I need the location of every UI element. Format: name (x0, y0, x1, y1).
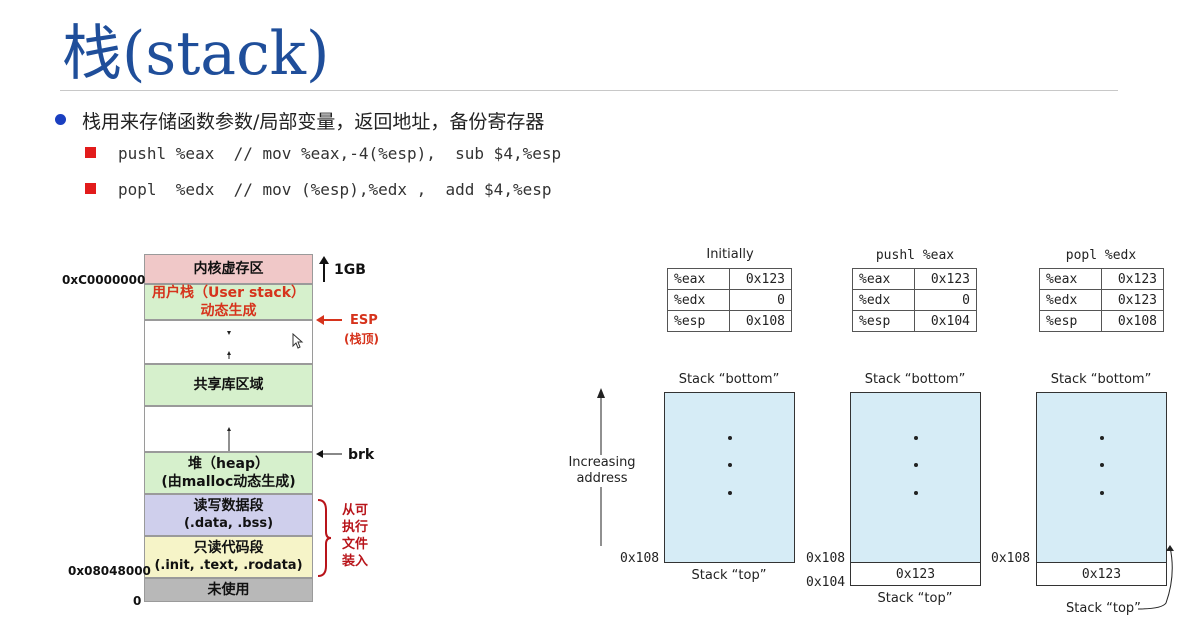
segment-label: 堆（heap） (188, 456, 269, 472)
esp-sublabel: (栈顶) (344, 332, 379, 346)
stack-bottom-label: Stack “bottom” (864, 372, 966, 387)
main-bullet: 栈用来存储函数参数/局部变量，返回地址，备份寄存器 (82, 111, 545, 133)
panel-caption-popl: popl %edx (1065, 248, 1137, 263)
panel-caption-initially: Initially (706, 247, 754, 262)
segment-sublabel: (由malloc动态生成) (161, 474, 296, 490)
stack-top-label: Stack “top” (877, 591, 953, 606)
segment-ro-code: 只读代码段 (.init, .text, .rodata) (144, 536, 313, 578)
bullet-dot-icon (55, 114, 66, 125)
stack-top-cell-pushl: 0x123 (850, 562, 981, 586)
segment-label: 未使用 (207, 582, 250, 598)
sub-bullet-pushl: pushl %eax // mov %eax,-4(%esp), sub $4,… (118, 144, 562, 163)
segment-shared-lib: 共享库区域 (144, 364, 313, 406)
increasing-address-label: Increasing address (560, 455, 644, 487)
mouse-cursor-icon (292, 333, 304, 349)
brk-arrow-icon (316, 450, 342, 458)
ellipsis-dot (914, 436, 918, 440)
stack-body-popl (1036, 392, 1167, 563)
file-load-line: 文件 (342, 537, 369, 552)
file-load-line: 装入 (342, 554, 369, 569)
red-square-icon (85, 147, 96, 158)
ellipsis-dot (914, 491, 918, 495)
segment-label: 只读代码段 (193, 540, 264, 556)
heap-growth-arrow-icon (226, 427, 231, 451)
sub-bullet-popl: popl %edx // mov (%esp),%edx , add $4,%e… (118, 180, 552, 199)
segment-label: 读写数据段 (193, 498, 264, 514)
brace-icon (317, 499, 332, 577)
segment-rw-data: 读写数据段 (.data, .bss) (144, 494, 313, 536)
title-divider (60, 90, 1118, 91)
esp-label: ESP (350, 313, 378, 328)
ellipsis-dot (728, 463, 732, 467)
segment-sublabel: (.init, .text, .rodata) (154, 558, 303, 573)
segment-heap-gap (144, 406, 313, 452)
ellipsis-dot (1100, 491, 1104, 495)
segment-stack-gap (144, 320, 313, 364)
segment-sublabel: 动态生成 (200, 303, 257, 319)
ellipsis-dot (1100, 436, 1104, 440)
file-load-line: 从可 (342, 503, 369, 518)
stack-growth-arrows-icon (226, 331, 231, 359)
ellipsis-dot (1100, 463, 1104, 467)
brk-label: brk (348, 447, 375, 463)
gb-label: 1GB (334, 262, 366, 278)
file-load-line: 执行 (342, 520, 369, 535)
stack-bottom-label: Stack “bottom” (678, 372, 780, 387)
stack-top-pointer-icon (1137, 545, 1174, 610)
segment-sublabel: (.data, .bss) (183, 516, 274, 531)
file-load-label: 从可 执行 文件 装入 (342, 502, 368, 570)
ellipsis-dot (728, 491, 732, 495)
address-kernel: 0xC0000000 (62, 273, 146, 287)
address-0x104: 0x104 (806, 575, 846, 590)
stack-body-pushl (850, 392, 981, 563)
address-zero: 0 (133, 594, 142, 608)
ellipsis-dot (728, 436, 732, 440)
segment-user-stack: 用户栈（User stack） 动态生成 (144, 284, 313, 320)
slide-title: 栈(stack) (62, 19, 330, 89)
stack-top-cell-popl: 0x123 (1036, 562, 1167, 586)
red-square-icon (85, 183, 96, 194)
address-0x108: 0x108 (620, 551, 660, 566)
esp-arrow-icon (316, 315, 342, 325)
segment-unused: 未使用 (144, 578, 313, 602)
segment-label: 共享库区域 (193, 377, 264, 393)
stack-top-label: Stack “top” (1066, 601, 1141, 616)
segment-label: 用户栈（User stack） (151, 285, 306, 301)
segment-label: 内核虚存区 (193, 261, 264, 277)
segment-kernel: 内核虚存区 (144, 254, 313, 284)
stack-bottom-label: Stack “bottom” (1050, 372, 1152, 387)
address-0x108: 0x108 (991, 551, 1031, 566)
panel-caption-pushl: pushl %eax (875, 248, 955, 263)
ellipsis-dot (914, 463, 918, 467)
stack-top-label: Stack “top” (691, 568, 767, 583)
segment-heap: 堆（heap） (由malloc动态生成) (144, 452, 313, 494)
up-arrow-icon (319, 256, 329, 282)
address-text: 0x08048000 (68, 564, 151, 578)
stack-body-initially (664, 392, 795, 563)
address-0x108: 0x108 (806, 551, 846, 566)
